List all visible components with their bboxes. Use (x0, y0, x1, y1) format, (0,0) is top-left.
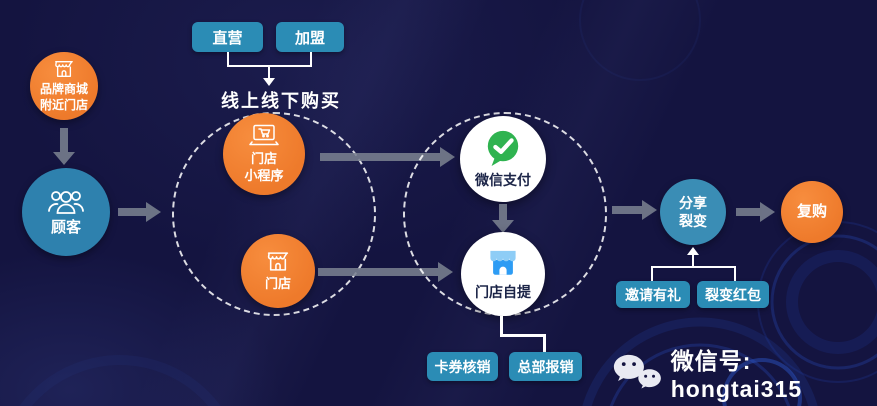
arrow-down-icon (263, 78, 275, 86)
flow-arrow-right (612, 200, 657, 220)
connector-line (651, 266, 736, 268)
node-label: 门店 (264, 275, 291, 291)
connector-line (268, 65, 270, 79)
connector-line (543, 334, 546, 353)
store-blue-icon (490, 250, 516, 275)
wechat-logo-icon (613, 354, 661, 389)
coupon-writeoff-badge: 卡券核销 (427, 352, 498, 381)
node-label: 小程序 (244, 167, 284, 183)
flow-arrow-right (118, 202, 161, 222)
node-label: 裂变 (679, 213, 707, 229)
node-label: 复购 (796, 203, 827, 221)
node-label: 品牌商城 (39, 81, 88, 96)
direct-sales-badge: 直营 (192, 22, 263, 52)
node-wechat-pay: 微信支付 (460, 116, 546, 202)
connector-line (500, 316, 503, 337)
node-store: 门店 (241, 234, 315, 308)
connector-line (310, 52, 312, 67)
flow-arrow-right (736, 202, 775, 222)
storefront-icon (267, 251, 289, 271)
connector-line (651, 266, 653, 282)
arrow-up-icon (687, 247, 699, 255)
node-label: 分享 (679, 194, 707, 211)
node-label: 微信支付 (475, 172, 531, 189)
franchise-badge: 加盟 (276, 22, 344, 52)
wechat-contact: 微信号: hongtai315 (612, 342, 877, 403)
wechat-pay-icon (487, 131, 519, 167)
invite-reward-badge: 邀请有礼 (616, 281, 690, 308)
node-store-pickup: 门店自提 (461, 232, 545, 316)
flow-arrow-down (53, 128, 75, 165)
node-label: 附近门店 (39, 97, 88, 112)
customers-icon (48, 190, 84, 214)
connector-line (227, 52, 229, 67)
node-customer: 顾客 (22, 168, 110, 256)
group-store-channels (172, 112, 376, 316)
laptop-cart-icon (249, 124, 279, 145)
node-store-miniprogram: 门店 小程序 (223, 113, 305, 195)
connector-line (692, 254, 694, 268)
fission-redpacket-badge: 裂变红包 (697, 281, 769, 308)
node-label: 门店 (250, 150, 277, 166)
flow-arrow-down (492, 204, 514, 233)
node-label: 顾客 (50, 218, 81, 236)
node-share-fission: 分享 裂变 (660, 179, 726, 245)
node-label: 门店自提 (475, 283, 531, 300)
connector-line (500, 334, 546, 337)
node-brand-mall: 品牌商城 附近门店 (30, 52, 98, 120)
hq-reimbursement-badge: 总部报销 (509, 352, 582, 381)
connector-line (734, 266, 736, 282)
purchase-channel-label: 线上线下购买 (221, 91, 341, 111)
node-repurchase: 复购 (781, 181, 843, 243)
wechat-id-text: 微信号: hongtai315 (670, 348, 803, 402)
storefront-icon (55, 60, 73, 77)
